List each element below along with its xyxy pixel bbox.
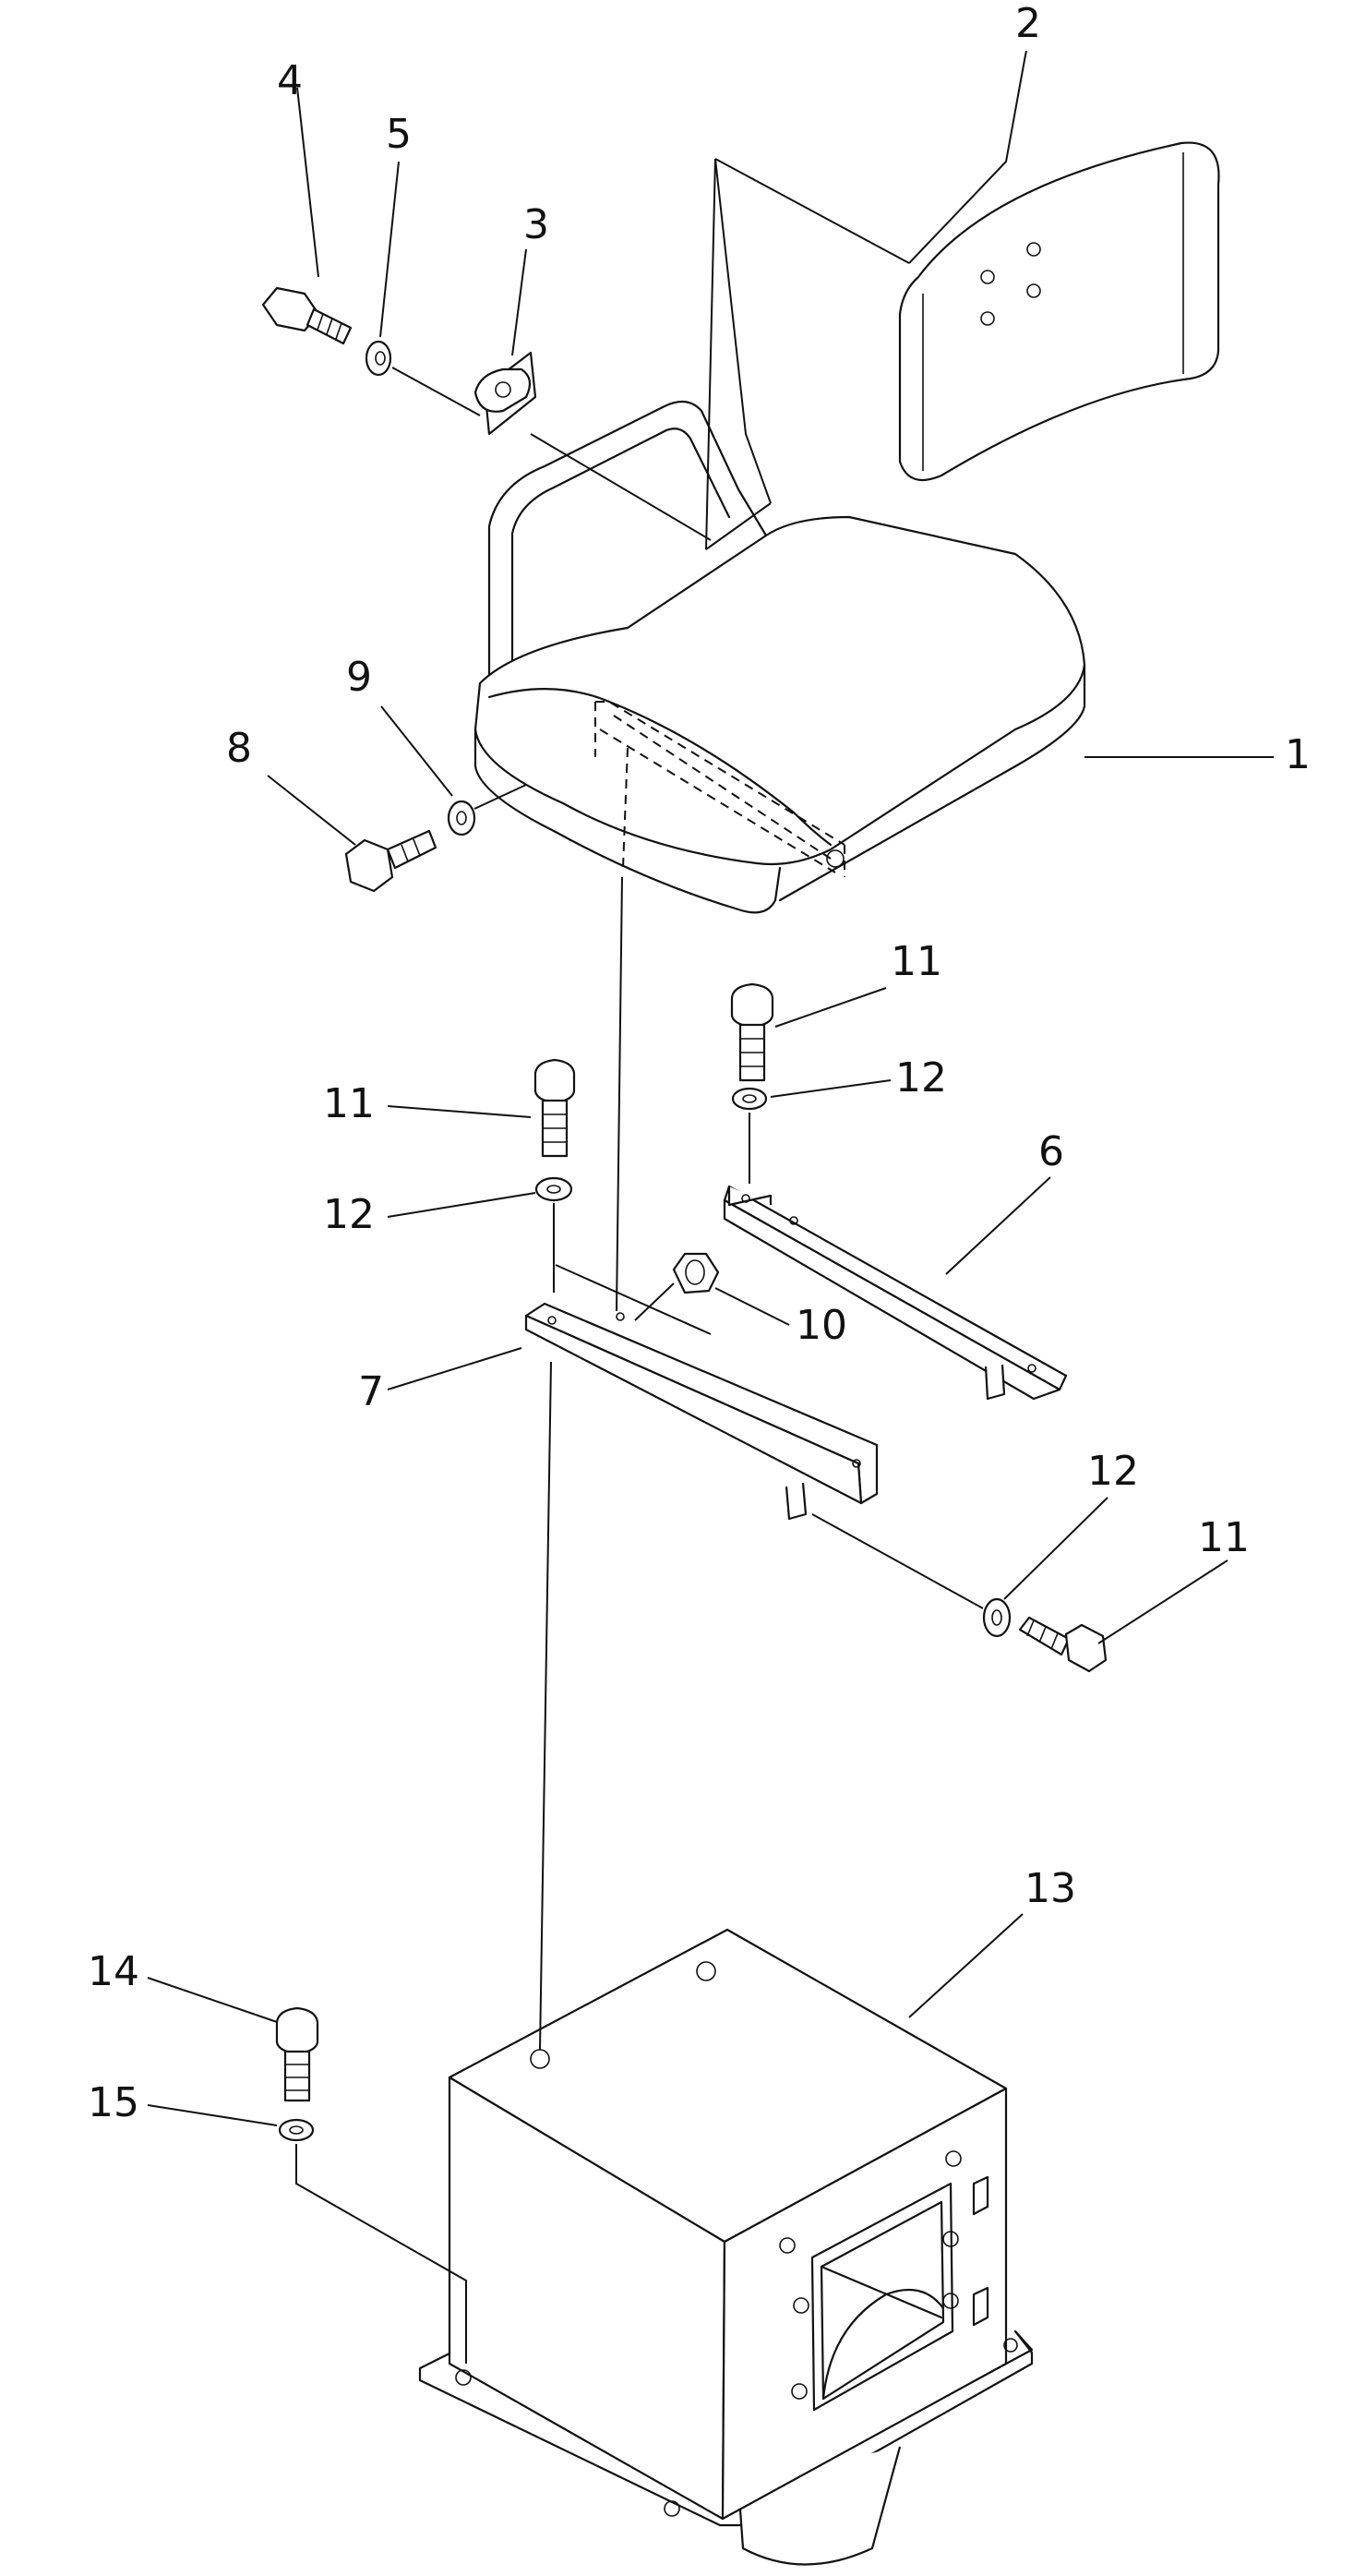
seat-bracket <box>473 351 537 436</box>
callout-1: 1 <box>1285 731 1311 778</box>
seat-assembly <box>473 400 1086 914</box>
callout-3: 3 <box>523 201 549 248</box>
washer-9 <box>447 800 476 837</box>
washer-12-upper-left <box>534 1176 573 1202</box>
callout-7: 7 <box>358 1368 384 1415</box>
callout-11-upper-right: 11 <box>891 938 942 985</box>
callout-6: 6 <box>1038 1128 1064 1175</box>
seat-back-cushion <box>898 141 1220 482</box>
callout-12-upper-left: 12 <box>323 1191 375 1238</box>
nut-10 <box>672 1252 720 1294</box>
callout-11-lower-right: 11 <box>1198 1514 1250 1561</box>
seat-stand-13 <box>418 1928 1034 2566</box>
rail-7 <box>524 1302 879 1521</box>
callout-14: 14 <box>88 1948 139 1995</box>
bolt-11-upper-right <box>730 982 774 1082</box>
bolt-11-upper-left <box>533 1058 576 1158</box>
callout-labels: 1 2 3 4 5 6 7 8 9 10 11 11 11 12 12 12 1… <box>88 0 1311 2126</box>
callout-5: 5 <box>386 111 412 158</box>
callout-10: 10 <box>796 1302 847 1349</box>
callout-15: 15 <box>88 2079 139 2126</box>
callout-13: 13 <box>1024 1865 1076 1912</box>
washer-5 <box>365 340 392 377</box>
washer-12-lower-right <box>982 1597 1012 1638</box>
rail-6 <box>723 1185 1068 1401</box>
leader-lines <box>147 50 1274 2126</box>
bolt-14 <box>275 2006 319 2102</box>
callout-12-lower-right: 12 <box>1087 1448 1139 1495</box>
assembly-lines <box>295 158 984 2364</box>
callout-12-upper-right: 12 <box>895 1054 947 1101</box>
washer-15 <box>278 2118 315 2142</box>
bolt-11-lower-right <box>1018 1616 1108 1673</box>
bolt-8 <box>344 829 437 893</box>
washer-12-upper-right <box>731 1087 768 1111</box>
bolt-4 <box>261 286 353 345</box>
callout-2: 2 <box>1015 0 1041 47</box>
callout-11-upper-left: 11 <box>323 1080 375 1127</box>
callout-4: 4 <box>277 57 303 104</box>
callout-8: 8 <box>226 725 252 772</box>
callout-9: 9 <box>346 654 372 701</box>
